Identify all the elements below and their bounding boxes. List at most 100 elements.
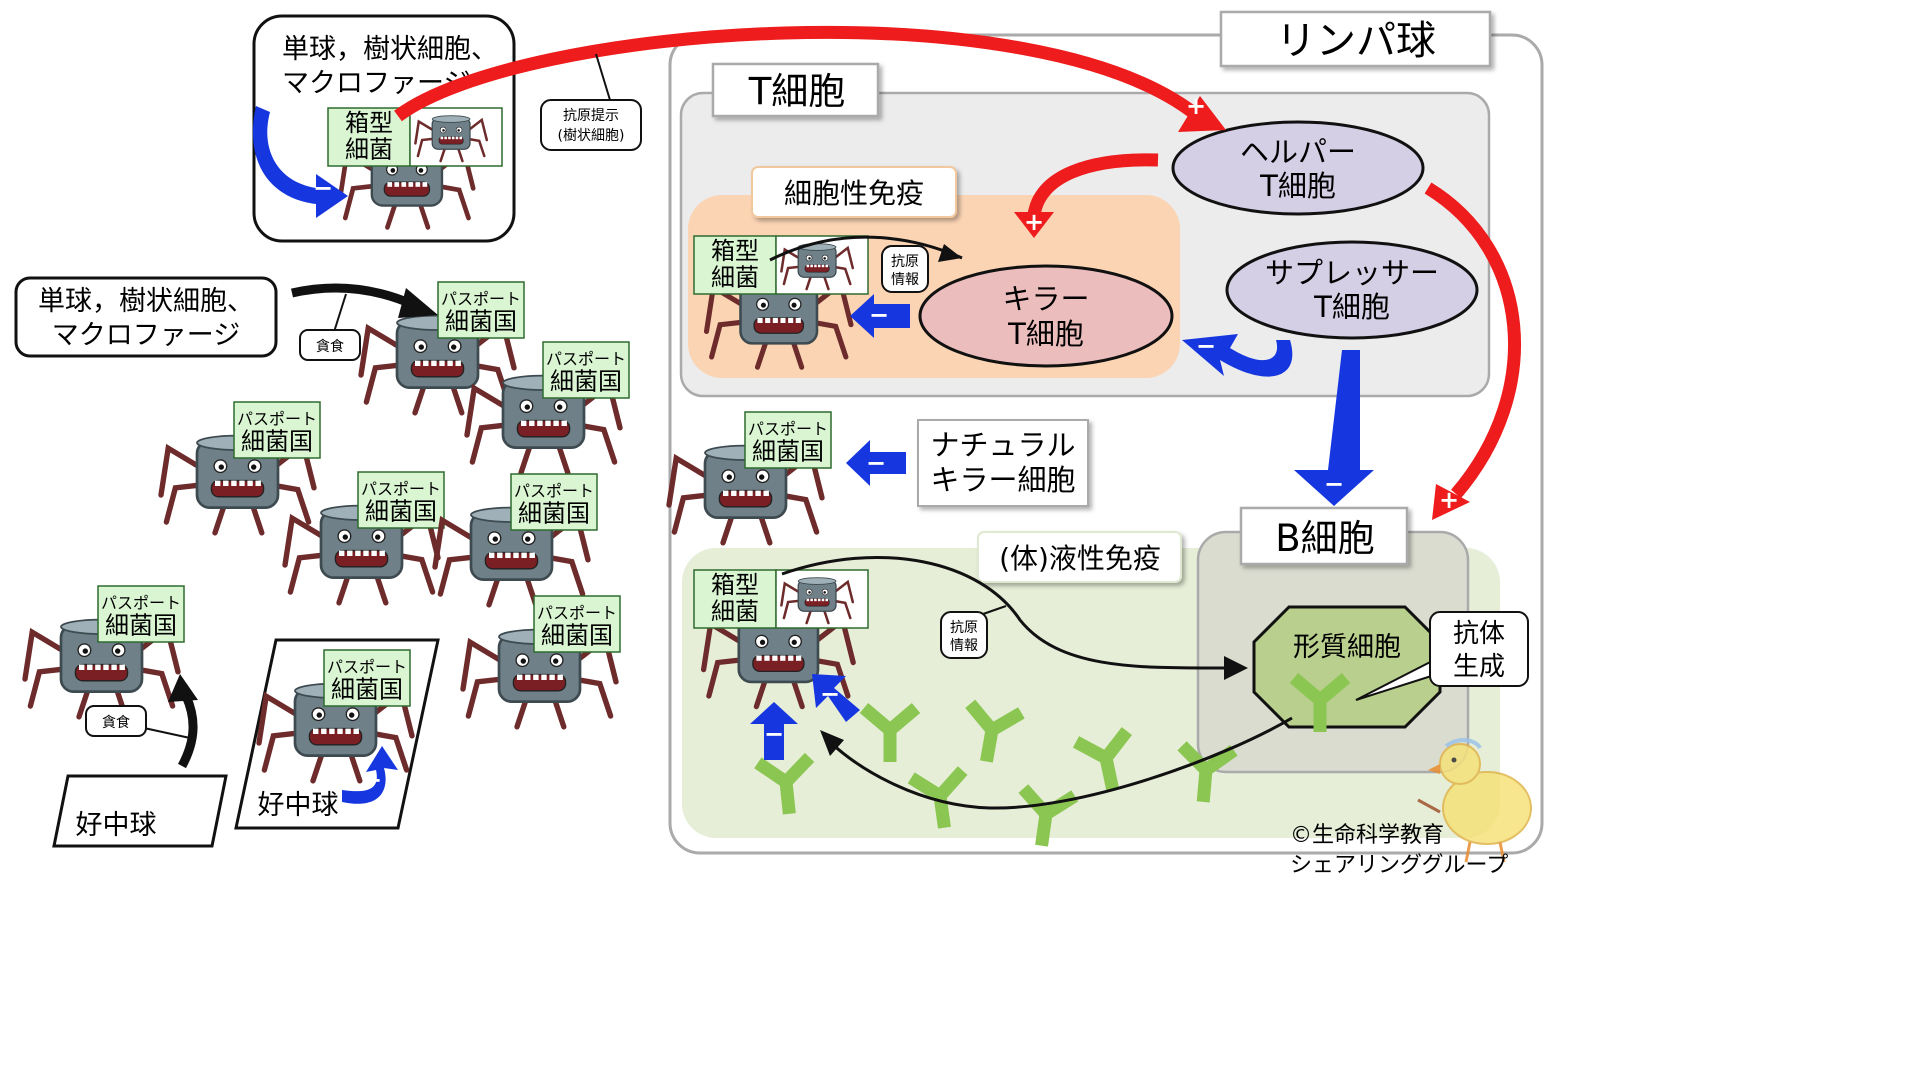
suppressor-t-cell <box>1225 240 1479 340</box>
monocyte-mid-line1: 単球，樹状細胞、 <box>38 286 254 317</box>
plasma-cell-label: 形質細胞 <box>1293 632 1401 663</box>
phagocytosis-callout-bottom: 貪食 <box>85 705 191 739</box>
killer-t-line1: キラー <box>1002 282 1089 316</box>
monocyte-mid-line2: マクロファージ <box>52 320 240 351</box>
arrowhead <box>1014 212 1054 238</box>
label-line2: 細菌国 <box>518 500 590 528</box>
arrowhead <box>1224 656 1248 680</box>
label-line1: パスポート <box>748 419 828 438</box>
label-line1: パスポート <box>441 289 521 308</box>
suppressor-to-killer-suppression <box>1182 334 1293 377</box>
antibody-icon <box>859 703 921 762</box>
antigen-info-arrow-humoral <box>781 556 1227 670</box>
label-line1: パスポート <box>327 657 407 676</box>
nk-cell-box <box>917 419 1089 507</box>
neutrophil-mid-label: 好中球 <box>258 790 339 821</box>
humoral-immunity-label-box <box>977 531 1182 583</box>
arrowhead <box>168 674 198 702</box>
humoral-immunity-label: (体)液性免疫 <box>999 542 1161 575</box>
antibody-generation-callout: 抗体 生成 <box>1355 611 1529 701</box>
plasma-cell <box>1252 605 1442 729</box>
activation-arrows <box>394 25 1522 499</box>
helper-t-line2: T細胞 <box>1259 169 1336 203</box>
minus-sign: − <box>313 174 333 202</box>
label-line2: 細菌国 <box>752 438 824 466</box>
label-line2: 細菌国 <box>331 676 403 704</box>
label-line2: 細菌国 <box>550 368 622 396</box>
antigen-info-callout-cellular: 抗原 情報 <box>881 245 929 293</box>
b-cell-title: B細胞 <box>1275 517 1374 560</box>
neutrophil-box-bottom <box>52 774 228 848</box>
helper-t-line1: ヘルパー <box>1240 135 1356 169</box>
activation-arrow-heads <box>1014 96 1470 520</box>
label-line1: 箱型 <box>711 571 759 599</box>
suppressor-t-line2: T細胞 <box>1313 290 1390 324</box>
b-cell-title-box <box>1239 506 1409 566</box>
t-cell-title-box <box>711 62 880 118</box>
suppressor-t-line1: サプレッサー <box>1265 256 1439 290</box>
label-line1: パスポート <box>514 481 594 500</box>
plus-sign: + <box>1024 208 1044 236</box>
arrowhead <box>1432 484 1470 520</box>
antibody-to-bacteria-up <box>750 702 798 760</box>
minus-sign: − <box>362 766 382 794</box>
killer-to-bacteria-suppression <box>850 294 910 338</box>
antibody-icon <box>1177 741 1238 803</box>
label-line2: 細菌 <box>345 135 393 163</box>
callout-text: 情報 <box>891 272 919 288</box>
nk-cell-line1: ナチュラル <box>930 428 1075 462</box>
antibody-icon <box>1072 727 1132 791</box>
neutrophil-bottom-label: 好中球 <box>76 810 157 841</box>
bacteria-layer: 箱型細菌箱型細菌箱型細菌パスポート細菌国パスポート細菌国パスポート細菌国パスポー… <box>22 107 869 784</box>
bacterium-icon <box>460 628 619 730</box>
antigen-presentation-callout: 抗原提示 (樹状細胞) <box>540 53 642 151</box>
label-line2: 細菌国 <box>365 498 437 526</box>
label-line1: パスポート <box>537 603 617 622</box>
bacterium-icon <box>780 577 855 625</box>
callout-text: 生成 <box>1453 652 1505 682</box>
immune-system-diagram: リンパ球 T細胞 細胞性免疫 (体)液性免疫 B細胞 ヘルパー T細胞 サプレッ… <box>14 10 1544 878</box>
helper-to-killer-arrow <box>1027 153 1159 217</box>
antigen-info-callout-humoral: 抗原 情報 <box>940 605 1007 659</box>
label-line1: 箱型 <box>345 109 393 137</box>
bacterium-thumbnail <box>775 569 869 629</box>
cellular-immunity-label: 細胞性免疫 <box>784 177 924 210</box>
label-line2: 細菌国 <box>241 428 313 456</box>
bacterium-icon <box>414 115 489 163</box>
phagocytosis-arrow-bottom <box>177 694 198 769</box>
minus-sign: − <box>866 449 886 477</box>
arrowhead <box>398 288 438 318</box>
minus-sign: − <box>1324 470 1344 498</box>
callout-text: 抗原 <box>950 620 978 636</box>
antibody-layer <box>754 673 1351 847</box>
thin-arrow-heads <box>820 244 1248 756</box>
cellular-immunity-label-box <box>751 166 957 218</box>
arrowhead <box>1178 96 1226 132</box>
callout-text: 抗原提示 <box>563 108 619 124</box>
monocyte-box-mid <box>14 276 278 358</box>
bacterium-thumbnail <box>775 235 869 295</box>
label-line1: パスポート <box>101 593 181 612</box>
plus-sign: + <box>1439 486 1459 514</box>
antigen-presentation-arrow <box>394 25 1205 124</box>
antibody-icon <box>1289 673 1351 732</box>
chick-icon <box>1417 738 1532 863</box>
label-line1: パスポート <box>237 409 317 428</box>
label-line2: 細菌国 <box>541 622 613 650</box>
callout-text: (樹状細胞) <box>558 128 625 144</box>
suppression-arrows <box>252 106 1374 804</box>
neutrophil-self-suppression <box>342 746 398 804</box>
label-line2: 細菌 <box>711 263 759 291</box>
minus-sign: − <box>1196 332 1216 360</box>
monocyte-top-line1: 単球，樹状細胞、 <box>282 34 498 65</box>
label-line2: 細菌国 <box>445 308 517 336</box>
antibody-icon <box>965 699 1025 763</box>
